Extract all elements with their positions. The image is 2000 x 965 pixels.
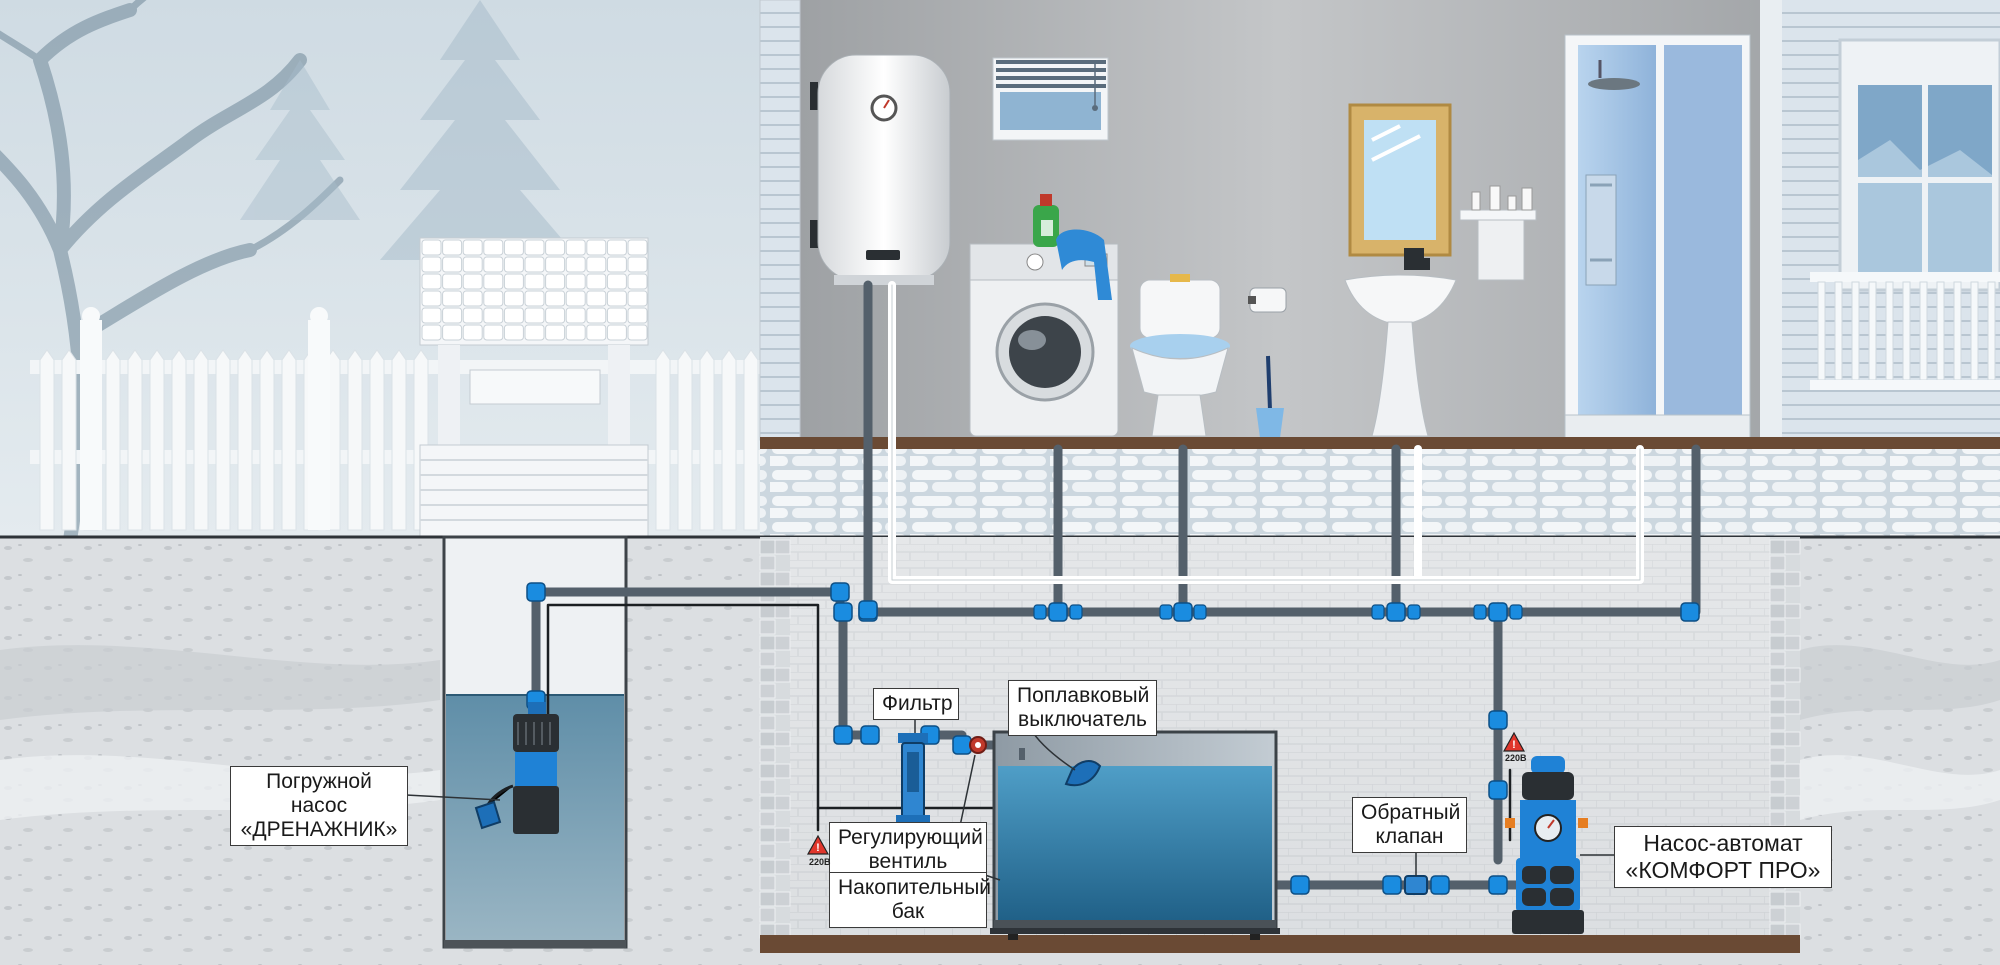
filter-icon [896,733,930,823]
voltage-label-right: 220В [1505,753,1527,763]
filter-label: Фильтр [873,688,959,720]
pipe-fittings [526,582,1700,895]
auto-pump-icon [1505,756,1588,934]
check-valve-icon [1404,875,1428,895]
svg-text:!: ! [816,842,820,854]
window-icon [1810,38,2000,390]
shower-cabin-icon [1564,34,1751,441]
storage-tank [990,730,1280,940]
storage-tank-label: Накопительный бак [829,872,991,928]
shelf-icon [1459,185,1537,281]
drainage-pump-label: Погружной насос «ДРЕНАЖНИК» [230,766,408,846]
toilet-icon [1130,274,1230,437]
callout-leaders [405,718,1614,881]
auto-pump-label: Насос-автомат «КОМФОРТ ПРО» [1614,826,1832,888]
warning-icon: ! [1502,731,1526,752]
well-icon [419,237,649,541]
voltage-label-left: 220В [809,857,831,867]
toilet-paper-icon [1248,287,1287,313]
regulating-valve-icon [969,736,987,754]
fence-icon [30,307,770,531]
sink-icon [1344,248,1457,437]
drainage-pump-icon [474,702,559,834]
water-heater-icon [810,54,951,285]
mirror-icon [1348,103,1452,257]
pine-tree-icon [240,0,580,260]
window-icon [992,57,1109,141]
float-switch-label: Поплавковый выключатель [1008,680,1157,736]
regulating-valve-label: Регулирующий вентиль [829,822,987,878]
tree-icon [0,0,344,547]
basement-wall-left [759,537,791,939]
check-valve-label: Обратный клапан [1352,797,1467,853]
svg-text:!: ! [1512,739,1516,751]
float-switch-icon [1019,748,1102,787]
toilet-brush-icon [1256,355,1284,438]
warning-icon: ! [806,834,830,855]
washing-machine-icon [969,194,1119,437]
